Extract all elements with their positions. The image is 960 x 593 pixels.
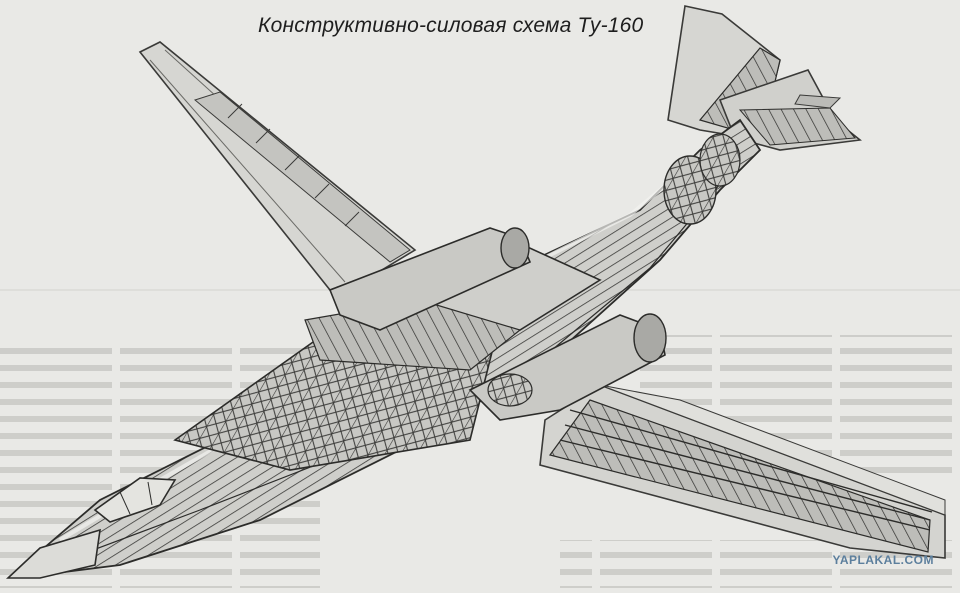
- cockpit-canopy: [93, 477, 177, 523]
- nose-cone: [5, 528, 101, 579]
- watermark-logo: YAPLAKAL.COM: [832, 553, 934, 567]
- left-wing-upper: [138, 41, 417, 291]
- diagram-title: Конструктивно-силовая схема Ту-160: [258, 14, 644, 37]
- horizontal-stabilizer: [718, 69, 862, 151]
- right-wing-lower: [539, 384, 946, 559]
- engine-nacelle-right: [468, 313, 667, 421]
- engine-nacelle-left: [328, 227, 532, 331]
- rear-fuselage-frames: [663, 133, 741, 225]
- wing-center-section: [173, 229, 602, 471]
